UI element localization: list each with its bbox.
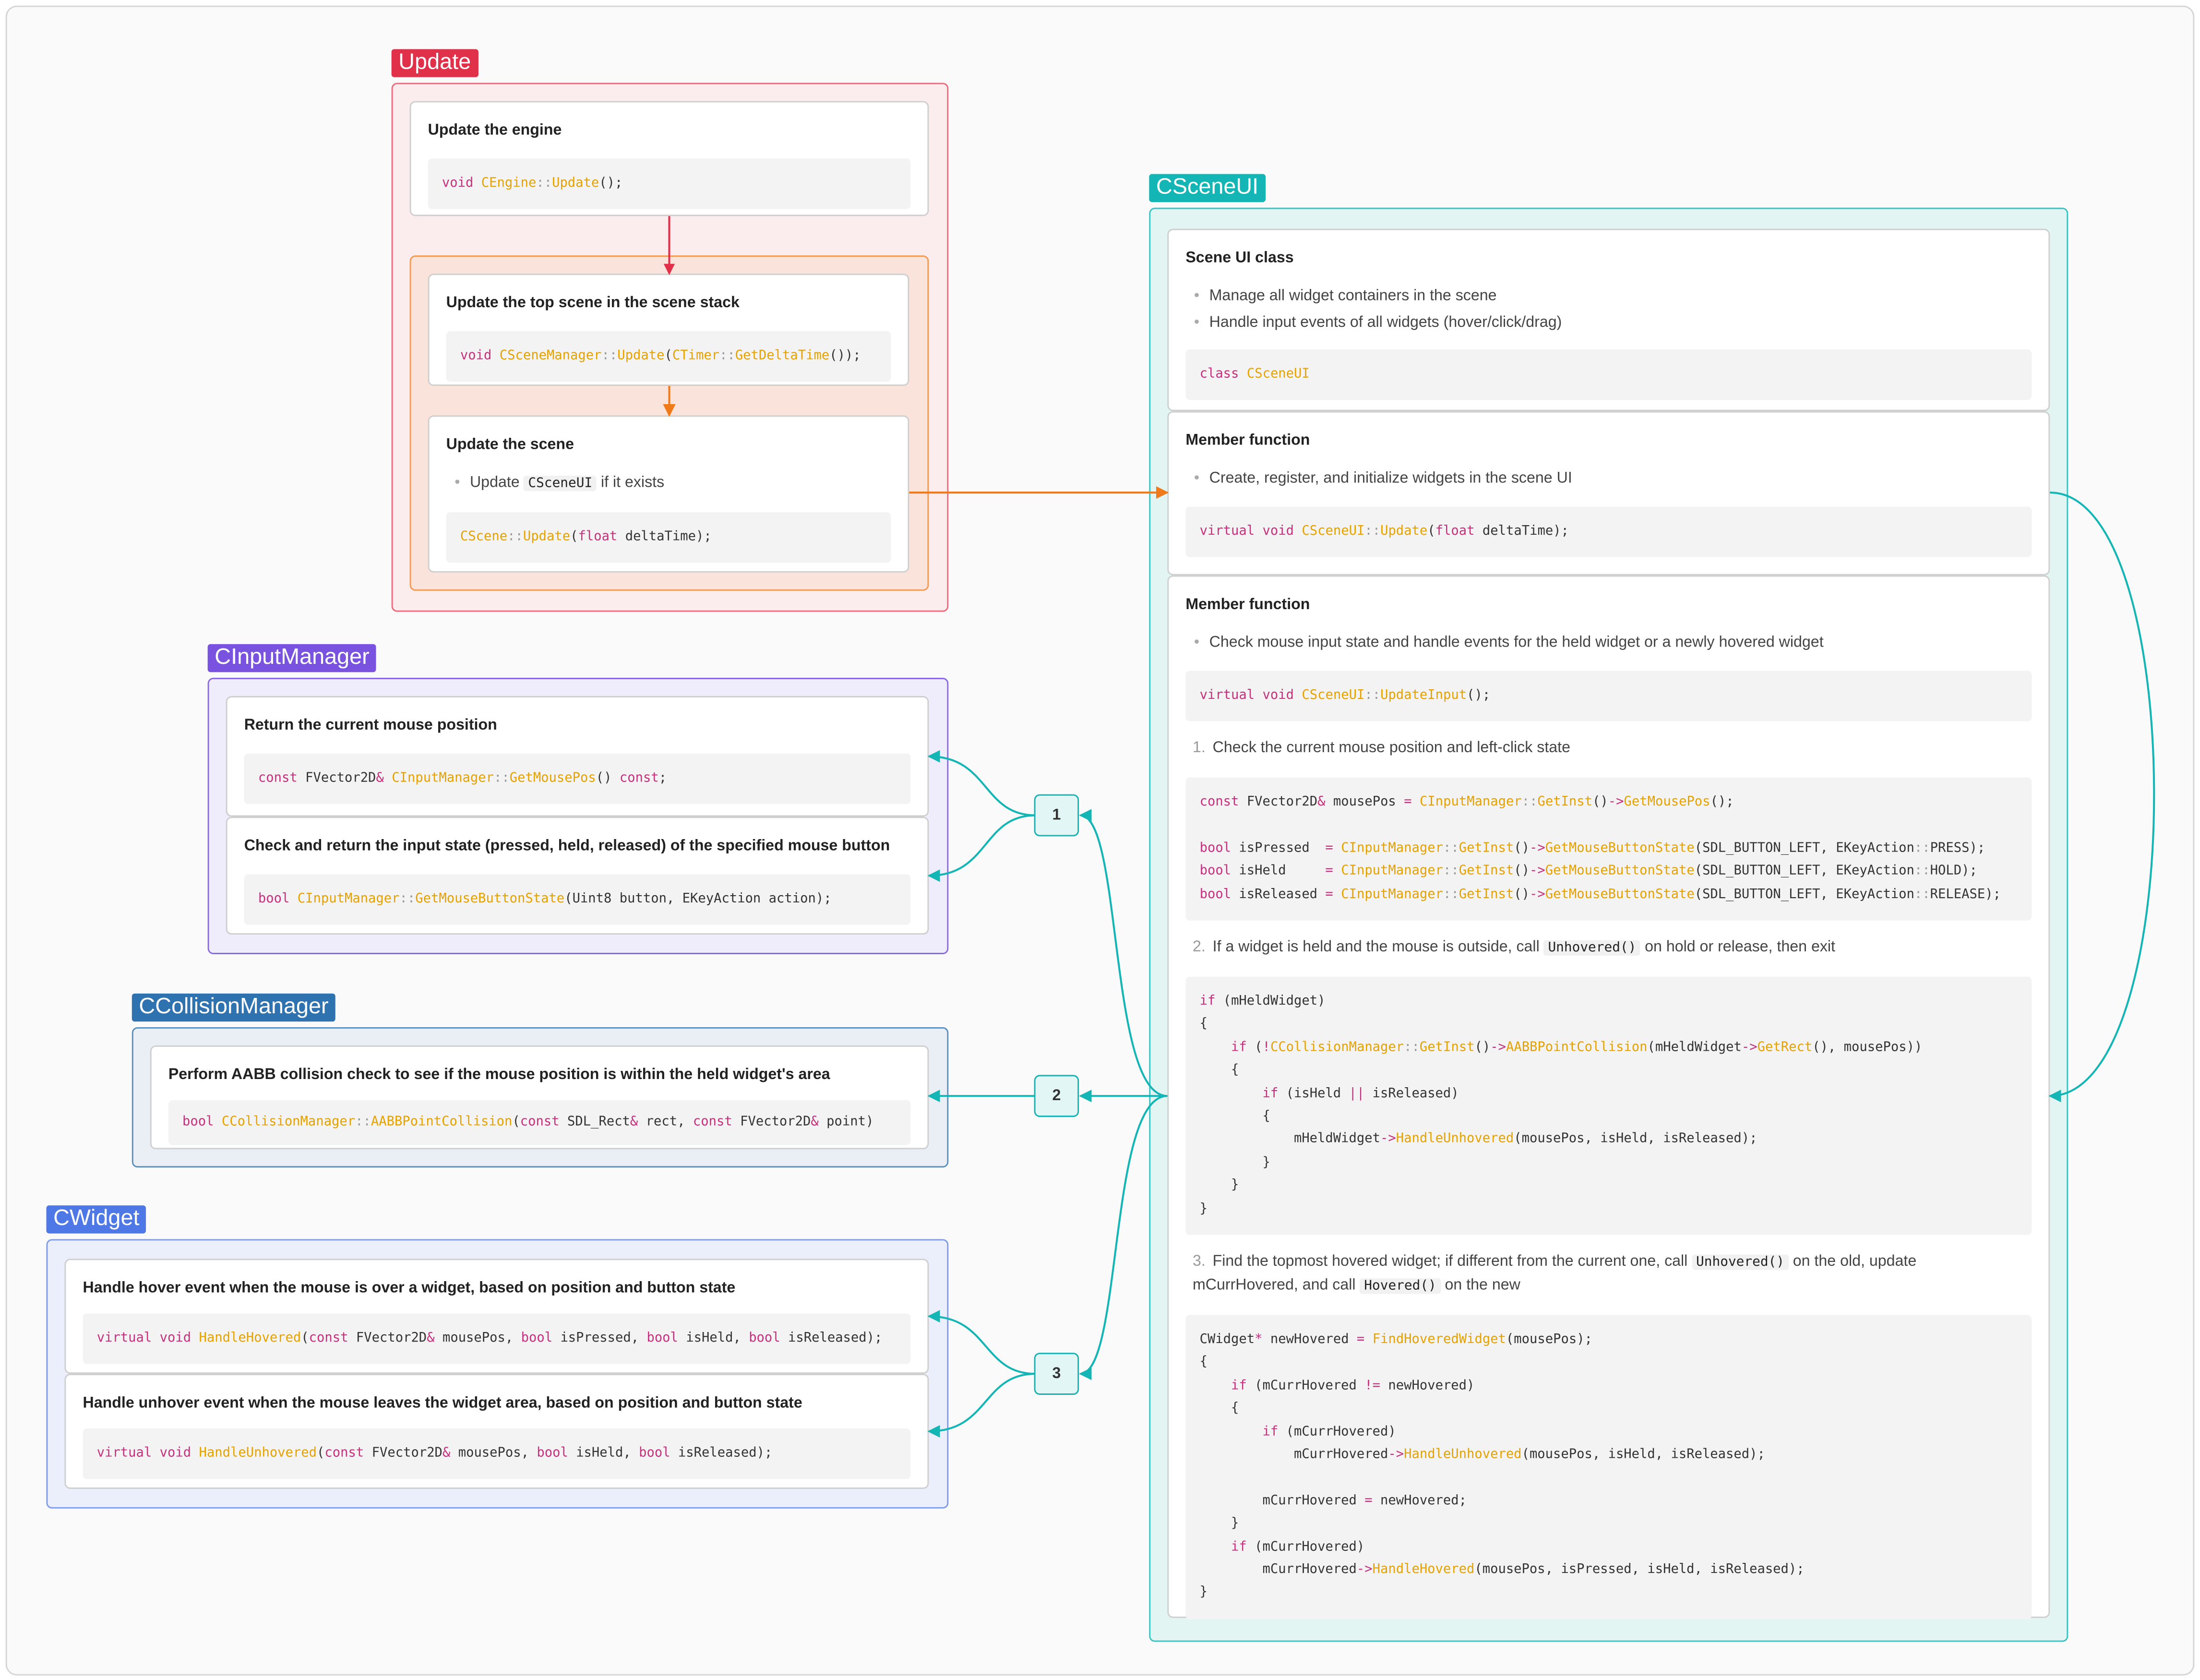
card-title: Member function [1185,432,1310,449]
widget-group-label: CWidget [46,1205,147,1234]
bullet-list: Create, register, and initialize widgets… [1185,466,2032,492]
code-block: virtual void CSceneUI::Update(float delt… [1185,505,2032,557]
code-block: bool CInputManager::GetMouseButtonState(… [244,874,911,925]
step-badge-3: 3 [1034,1353,1079,1395]
handle-unhovered-card: Handle unhover event when the mouse leav… [64,1374,929,1489]
step-number: 3. [1192,1253,1206,1270]
code-block: bool CCollisionManager::AABBPointCollisi… [168,1100,911,1146]
bullet-list: Update CSceneUI if it exists [446,470,891,497]
update-scene-card: Update the scene Update CSceneUI if it e… [428,415,909,573]
card-title: Handle hover event when the mouse is ove… [83,1280,736,1297]
update-top-scene-card: Update the top scene in the scene stack … [428,274,909,386]
bullet-item: Manage all widget containers in the scen… [1194,284,2032,310]
code-block: class CSceneUI [1185,349,2032,401]
bullet-item: Check mouse input state and handle event… [1194,630,2032,656]
step-1: 1. Check the current mouse position and … [1185,737,2032,761]
card-title: Return the current mouse position [244,717,497,734]
card-title: Update the engine [428,122,562,139]
handle-hovered-card: Handle hover event when the mouse is ove… [64,1259,929,1374]
aabb-collision-card: Perform AABB collision check to see if t… [150,1045,929,1150]
code-block: virtual void HandleUnhovered(const FVect… [83,1428,911,1480]
inline-code: Hovered() [1360,1278,1441,1294]
step-text: on hold or release, then exit [1645,938,1836,956]
scene-ui-update-member-card: Member function Create, register, and in… [1167,411,2050,576]
step-3: 3. Find the topmost hovered widget; if d… [1185,1250,2032,1298]
step-text: Check the current mouse position and lef… [1212,739,1571,756]
code-block: virtual void CSceneUI::UpdateInput(); [1185,670,2032,721]
scene-ui-group-label: CSceneUI [1149,174,1266,202]
step-text: on the old, update mCurrHovered, and cal… [1192,1253,1917,1294]
scene-ui-update-input-card: Member function Check mouse input state … [1167,575,2050,1620]
bullet-text: Update [469,474,520,492]
collision-manager-group-label: CCollisionManager [132,993,336,1022]
step-text: If a widget is held and the mouse is out… [1212,938,1540,956]
bullet-list: Check mouse input state and handle event… [1185,630,2032,656]
code-block: void CEngine::Update(); [428,158,911,210]
step-badge-2: 2 [1034,1075,1079,1117]
bullet-list: Manage all widget containers in the scen… [1185,284,2032,336]
code-block: CScene::Update(float deltaTime); [446,511,891,563]
code-block: const FVector2D& CInputManager::GetMouse… [244,753,911,805]
code-block: void CSceneManager::Update(CTimer::GetDe… [446,331,891,383]
card-title: Handle unhover event when the mouse leav… [83,1394,802,1412]
bullet-item: Handle input events of all widgets (hove… [1194,310,2032,336]
code-block: CWidget* newHovered = FindHoveredWidget(… [1185,1315,2032,1620]
inline-code: CSceneUI [524,476,597,491]
update-group-label: Update [391,49,478,77]
step-number: 2. [1192,938,1206,956]
input-manager-group-label: CInputManager [207,644,377,672]
card-title: Update the scene [446,436,574,454]
bullet-item: Update CSceneUI if it exists [454,470,891,497]
get-mouse-button-state-card: Check and return the input state (presse… [226,816,929,935]
card-title: Update the top scene in the scene stack [446,294,740,312]
inline-code: Unhovered() [1692,1254,1789,1270]
card-title: Check and return the input state (presse… [244,838,890,855]
code-block: if (mHeldWidget) { if (!CCollisionManage… [1185,976,2032,1235]
step-badge-1: 1 [1034,794,1079,837]
card-title: Scene UI class [1185,250,1294,267]
card-title: Member function [1185,596,1310,613]
step-2: 2. If a widget is held and the mouse is … [1185,936,2032,960]
code-block: const FVector2D& mousePos = CInputManage… [1185,777,2032,921]
code-block: virtual void HandleHovered(const FVector… [83,1313,911,1365]
step-text: on the new [1445,1277,1520,1294]
bullet-item: Create, register, and initialize widgets… [1194,466,2032,492]
bullet-text: if it exists [600,474,665,492]
step-number: 1. [1192,739,1206,756]
update-engine-card: Update the engine void CEngine::Update()… [409,101,929,216]
inline-code: Unhovered() [1543,940,1641,956]
get-mouse-pos-card: Return the current mouse position const … [226,696,929,817]
step-text: Find the topmost hovered widget; if diff… [1212,1253,1688,1270]
card-title: Perform AABB collision check to see if t… [168,1066,830,1083]
scene-ui-class-card: Scene UI class Manage all widget contain… [1167,228,2050,411]
